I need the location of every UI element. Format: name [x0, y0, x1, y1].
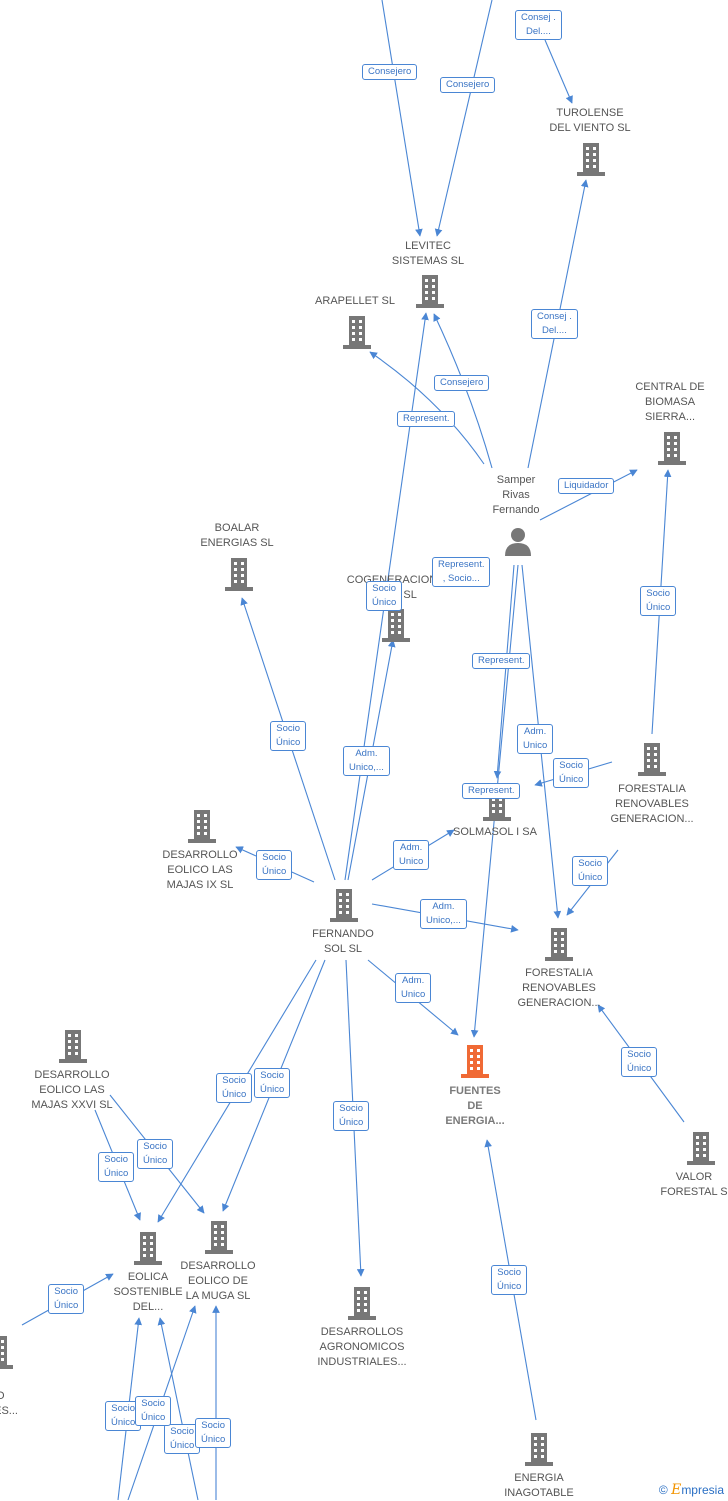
company-node-desarrollo-xxvi[interactable]: DESARROLLO EOLICO LAS MAJAS XXVI SL: [20, 1068, 124, 1113]
person-icon: [505, 528, 531, 556]
relation-label[interactable]: Adm. Unico: [395, 973, 432, 1003]
company-label: LEVITEC SISTEMAS SL: [391, 240, 465, 267]
company-node-arapellet[interactable]: ARAPELLET SL: [305, 294, 405, 309]
relation-label[interactable]: Socio Único: [98, 1152, 135, 1182]
relation-label[interactable]: Socio Único: [572, 856, 609, 886]
company-label: DESARROLLO EOLICO LAS MAJAS IX SL: [162, 849, 238, 891]
brand-name: mpresia: [681, 1483, 724, 1497]
relation-label[interactable]: Socio Único: [135, 1396, 172, 1426]
relation-label[interactable]: Represent.: [472, 653, 531, 669]
company-label: EOLICA SOSTENIBLE DEL...: [113, 1271, 183, 1313]
company-node-fuentes[interactable]: FUENTES DE ENERGIA...: [430, 1084, 520, 1129]
company-node-energia-inagotable[interactable]: ENERGIA INAGOTABLE: [489, 1471, 589, 1501]
building-icon: [545, 928, 573, 961]
relation-label[interactable]: Socio Único: [491, 1265, 528, 1295]
copyright-symbol: ©: [658, 1483, 668, 1497]
relation-label[interactable]: Socio Único: [621, 1047, 658, 1077]
company-label: FORESTALIA RENOVABLES GENERACION...: [517, 967, 601, 1009]
relation-label[interactable]: Socio Único: [164, 1424, 201, 1454]
company-node-boalar[interactable]: BOALAR ENERGIAS SL: [187, 521, 287, 551]
company-label: ENERGIA INAGOTABLE: [504, 1472, 574, 1499]
building-icon: [188, 810, 216, 843]
empresia-watermark[interactable]: © Empresia: [659, 1482, 724, 1498]
company-node-forestalia-1[interactable]: FORESTALIA RENOVABLES GENERACION...: [600, 782, 704, 827]
company-node-valor-forestal[interactable]: VALOR FORESTAL S: [660, 1170, 728, 1200]
relation-label[interactable]: Consejero: [434, 375, 490, 391]
relation-label[interactable]: Socio Único: [254, 1068, 291, 1098]
relation-label[interactable]: Socio Único: [366, 581, 403, 611]
relation-label[interactable]: Adm. Unico,...: [343, 746, 390, 776]
relation-label[interactable]: Socio Único: [270, 721, 307, 751]
building-icon: [687, 1132, 715, 1165]
company-node-fernando-sol[interactable]: FERNANDO SOL SL: [298, 927, 388, 957]
company-label: CENTRAL DE BIOMASA SIERRA...: [635, 381, 705, 423]
relation-label[interactable]: Consej . Del....: [531, 309, 578, 339]
person-node-samper[interactable]: Samper Rivas Fernando: [476, 473, 556, 518]
company-node-turolense[interactable]: TUROLENSE DEL VIENTO SL: [540, 106, 640, 136]
building-icon: [658, 432, 686, 465]
relation-label[interactable]: Liquidador: [558, 478, 615, 494]
company-label: N CO LES...: [0, 1390, 18, 1417]
company-node-central-biomasa[interactable]: CENTRAL DE BIOMASA SIERRA...: [620, 380, 720, 425]
relation-label[interactable]: Consejero: [440, 77, 496, 93]
relation-label[interactable]: Socio Único: [553, 758, 590, 788]
company-label: FERNANDO SOL SL: [312, 928, 374, 955]
relation-label[interactable]: Represent.: [462, 783, 521, 799]
relation-label[interactable]: Adm. Unico,...: [420, 899, 467, 929]
company-label: SOLMASOL I SA: [453, 826, 537, 838]
building-icon: [525, 1433, 553, 1466]
relation-label[interactable]: Socio Único: [137, 1139, 174, 1169]
main-company-label: FUENTES DE ENERGIA...: [445, 1085, 505, 1127]
company-label: TUROLENSE DEL VIENTO SL: [549, 107, 631, 134]
relation-label[interactable]: Socio Único: [48, 1284, 85, 1314]
company-node-left-cut[interactable]: N CO LES...: [0, 1374, 32, 1419]
company-label: DESARROLLOS AGRONOMICOS INDUSTRIALES...: [317, 1326, 407, 1368]
relation-label[interactable]: Socio Único: [640, 586, 677, 616]
company-node-desarrollo-ix[interactable]: DESARROLLO EOLICO LAS MAJAS IX SL: [150, 848, 250, 893]
brand-initial: E: [671, 1482, 682, 1498]
company-label: ARAPELLET SL: [315, 295, 395, 307]
relation-label[interactable]: Consej . Del....: [515, 10, 562, 40]
company-node-desarrollo-muga[interactable]: DESARROLLO EOLICO DE LA MUGA SL: [168, 1259, 268, 1304]
company-label: DESARROLLO EOLICO DE LA MUGA SL: [180, 1260, 256, 1302]
relation-label[interactable]: Socio Único: [256, 850, 293, 880]
company-node-desarrollos-agronomicos[interactable]: DESARROLLOS AGRONOMICOS INDUSTRIALES...: [306, 1325, 418, 1370]
company-label: BOALAR ENERGIAS SL: [200, 522, 274, 549]
building-icon: [638, 743, 666, 776]
building-icon: [0, 1336, 13, 1369]
building-icon: [134, 1232, 162, 1265]
building-icon: [577, 143, 605, 176]
company-node-eolica-sostenible[interactable]: EOLICA SOSTENIBLE DEL...: [104, 1270, 192, 1315]
building-icon: [205, 1221, 233, 1254]
building-icon: [330, 889, 358, 922]
building-icon: [382, 609, 410, 642]
person-label: Samper Rivas Fernando: [492, 474, 540, 516]
relation-label[interactable]: Represent.: [397, 411, 456, 427]
relation-label[interactable]: Consejero: [362, 64, 418, 80]
company-label: VALOR FORESTAL S: [660, 1171, 728, 1198]
company-node-solmasol[interactable]: SOLMASOL I SA: [445, 825, 545, 840]
relation-label[interactable]: Socio Único: [195, 1418, 232, 1448]
relation-label[interactable]: Represent. , Socio...: [432, 557, 491, 587]
building-icon: [348, 1287, 376, 1320]
relation-label[interactable]: Socio Único: [216, 1073, 253, 1103]
building-icon: [343, 316, 371, 349]
building-icon: [225, 558, 253, 591]
main-building-icon: [461, 1045, 489, 1078]
company-label: FORESTALIA RENOVABLES GENERACION...: [610, 783, 694, 825]
relation-label[interactable]: Adm. Unico: [517, 724, 554, 754]
company-node-levitec[interactable]: LEVITEC SISTEMAS SL: [375, 239, 481, 269]
relation-label[interactable]: Socio Único: [333, 1101, 370, 1131]
company-label: DESARROLLO EOLICO LAS MAJAS XXVI SL: [31, 1069, 113, 1111]
building-icon: [59, 1030, 87, 1063]
building-icon: [416, 275, 444, 308]
company-node-forestalia-2[interactable]: FORESTALIA RENOVABLES GENERACION...: [507, 966, 611, 1011]
relation-label[interactable]: Adm. Unico: [393, 840, 430, 870]
